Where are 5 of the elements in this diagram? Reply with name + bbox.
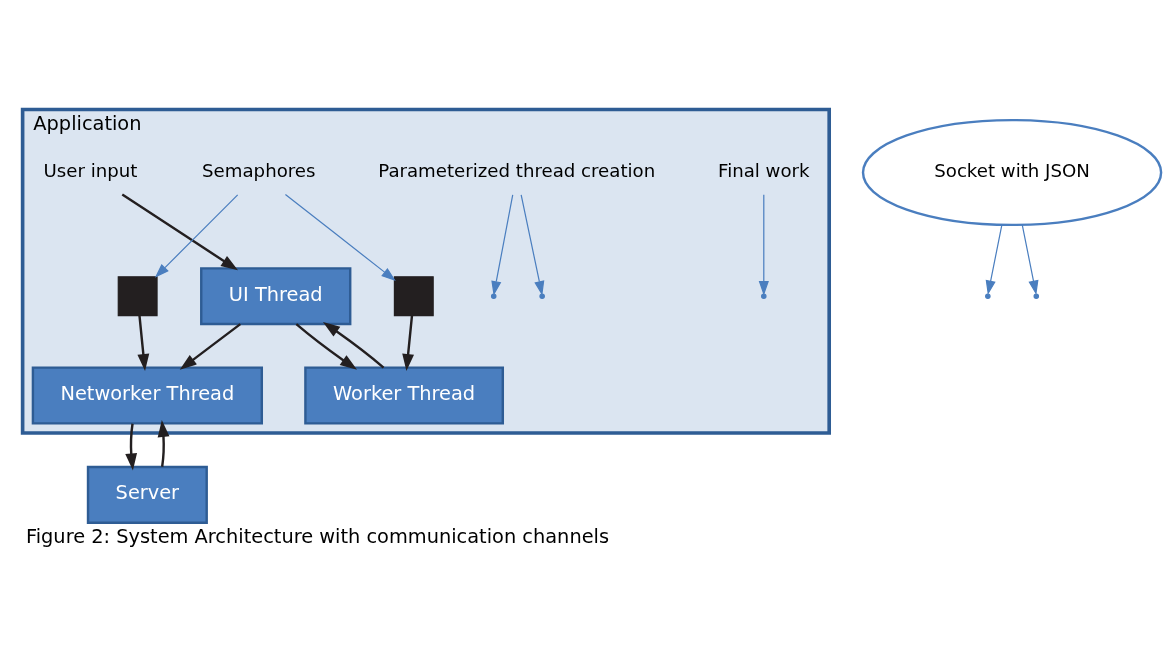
- node-text: Parameterized thread creation: [378, 159, 656, 181]
- node-text: Final work: [718, 159, 810, 181]
- caption: Figure 2: System Architecture with communication channels: [25, 525, 610, 549]
- node-text: User input: [43, 159, 138, 181]
- node-text: Semaphores: [202, 159, 316, 181]
